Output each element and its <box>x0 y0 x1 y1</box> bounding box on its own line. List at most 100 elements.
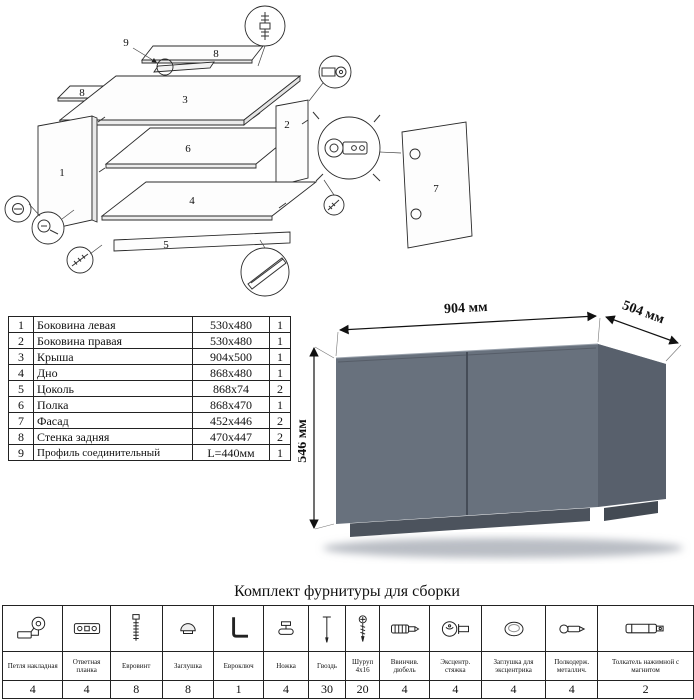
top-edge-highlight <box>335 343 599 359</box>
hardware-label: Эксцентр. стяжка <box>429 651 481 680</box>
part-name: Стенка задняя <box>33 428 193 445</box>
part-num: 2 <box>8 332 34 349</box>
hardware-label: Шуруп 4x16 <box>345 651 380 680</box>
hardware-qty: 20 <box>345 680 380 698</box>
bottom-panel <box>100 181 318 217</box>
strike-plate-icon <box>63 606 109 651</box>
hardware-label: Толкатель нажимной с магнитом <box>598 651 693 680</box>
push-latch-icon <box>598 606 693 651</box>
part-qty: 2 <box>269 428 291 445</box>
part-label-8b: 8 <box>213 48 219 60</box>
hardware-kit-title: Комплект фурнитуры для сборки <box>234 583 460 600</box>
part-size: 868x470 <box>192 396 270 413</box>
part-size: 530x480 <box>192 332 270 349</box>
hardware-label: Ножка <box>263 651 309 680</box>
part-num: 9 <box>8 444 34 461</box>
part-label-7: 7 <box>433 183 439 195</box>
part-qty: 2 <box>269 412 291 429</box>
part-num: 1 <box>8 316 34 333</box>
door-panel <box>401 121 473 249</box>
hardware-item: Ножка 4 <box>263 606 310 698</box>
table-row: 4 Дно 868x480 1 <box>8 364 291 381</box>
width-dimension-label: 904 мм <box>444 300 489 317</box>
cabinet-plinth-front <box>350 508 590 537</box>
part-name: Крыша <box>33 348 193 365</box>
parts-table: 1 Боковина левая 530x480 1 2 Боковина пр… <box>8 316 291 461</box>
part-num: 7 <box>8 412 34 429</box>
connecting-profile <box>153 61 215 73</box>
part-label-4: 4 <box>189 195 195 207</box>
table-row: 1 Боковина левая 530x480 1 <box>8 316 291 333</box>
hardware-qty: 4 <box>380 680 429 698</box>
shelf-pin-icon <box>546 606 597 651</box>
right-side-panel <box>275 99 309 187</box>
table-row: 2 Боковина правая 530x480 1 <box>8 332 291 349</box>
hardware-label: Заглушка <box>162 651 214 680</box>
part-label-6: 6 <box>185 143 191 155</box>
hardware-label: Полкодерж. металлич. <box>546 651 598 680</box>
part-size: L=440мм <box>192 444 270 461</box>
height-dimension-label: 546 мм <box>298 419 310 463</box>
part-name: Боковина левая <box>33 316 193 333</box>
part-number-labels: 1 2 3 4 5 6 7 8 8 9 <box>59 37 439 251</box>
part-qty: 1 <box>269 332 291 349</box>
cam-cap-icon <box>482 606 546 651</box>
part-label-9: 9 <box>123 37 129 49</box>
plinth-panel <box>113 231 291 252</box>
hardware-qty: 4 <box>63 680 110 698</box>
hardware-item: Ответная планка 4 <box>63 606 111 698</box>
hardware-label: Заглушка для эксцентрика <box>481 651 546 680</box>
part-num: 4 <box>8 364 34 381</box>
callout-eccentric <box>31 211 65 245</box>
part-size: 470x447 <box>192 428 270 445</box>
hardware-item: Ввинчив. дюбель 4 <box>380 606 430 698</box>
part-size: 868x480 <box>192 364 270 381</box>
screw-in-dowel-icon <box>380 606 429 651</box>
hardware-qty: 4 <box>429 680 481 698</box>
part-name: Профиль соединительный <box>33 444 193 461</box>
part-name: Боковина правая <box>33 332 193 349</box>
part-qty: 2 <box>269 380 291 397</box>
part-label-8a: 8 <box>79 87 85 99</box>
part-name: Фасад <box>33 412 193 429</box>
hardware-qty: 8 <box>162 680 214 698</box>
part-qty: 1 <box>269 348 291 365</box>
hardware-label: Ответная планка <box>63 651 110 680</box>
hardware-qty: 4 <box>546 680 598 698</box>
part-label-3: 3 <box>182 94 188 106</box>
nail-icon <box>309 606 345 651</box>
table-row: 9 Профиль соединительный L=440мм 1 <box>8 444 291 461</box>
hinge-icon <box>3 606 62 651</box>
part-name: Полка <box>33 396 193 413</box>
part-size: 452x446 <box>192 412 270 429</box>
hardware-item: Заглушка для эксцентрика 4 <box>481 606 547 698</box>
hardware-item: Петля накладная 4 <box>3 606 64 698</box>
top-panel <box>58 75 302 121</box>
hardware-qty: 1 <box>214 680 263 698</box>
hardware-item: Евровинт 8 <box>110 606 163 698</box>
table-row: 8 Стенка задняя 470x447 2 <box>8 428 291 445</box>
hardware-item: Евроключ 1 <box>214 606 264 698</box>
part-size: 530x480 <box>192 316 270 333</box>
leg-icon <box>264 606 308 651</box>
cabinet-plinth-side <box>604 501 658 521</box>
hardware-item: Эксцентр. стяжка 4 <box>429 606 482 698</box>
hardware-qty: 4 <box>481 680 546 698</box>
table-row: 7 Фасад 452x446 2 <box>8 412 291 429</box>
hardware-item: Гвоздь 30 <box>309 606 346 698</box>
hardware-kit-table: Петля накладная 4 Ответная планка 4 <box>2 605 694 699</box>
part-qty: 1 <box>269 444 291 461</box>
table-row: 3 Крыша 904x500 1 <box>8 348 291 365</box>
screw-icon <box>346 606 380 651</box>
hardware-item: Шуруп 4x16 20 <box>345 606 381 698</box>
part-size: 868x74 <box>192 380 270 397</box>
depth-arrow <box>605 315 679 345</box>
hardware-qty: 30 <box>309 680 345 698</box>
hinge-cup-hole <box>409 148 421 160</box>
part-qty: 1 <box>269 364 291 381</box>
cam-lock-icon <box>430 606 481 651</box>
hardware-item: Заглушка 8 <box>162 606 215 698</box>
hex-key-icon <box>214 606 263 651</box>
cabinet-side-face <box>598 344 666 507</box>
hardware-label: Евроключ <box>214 651 263 680</box>
